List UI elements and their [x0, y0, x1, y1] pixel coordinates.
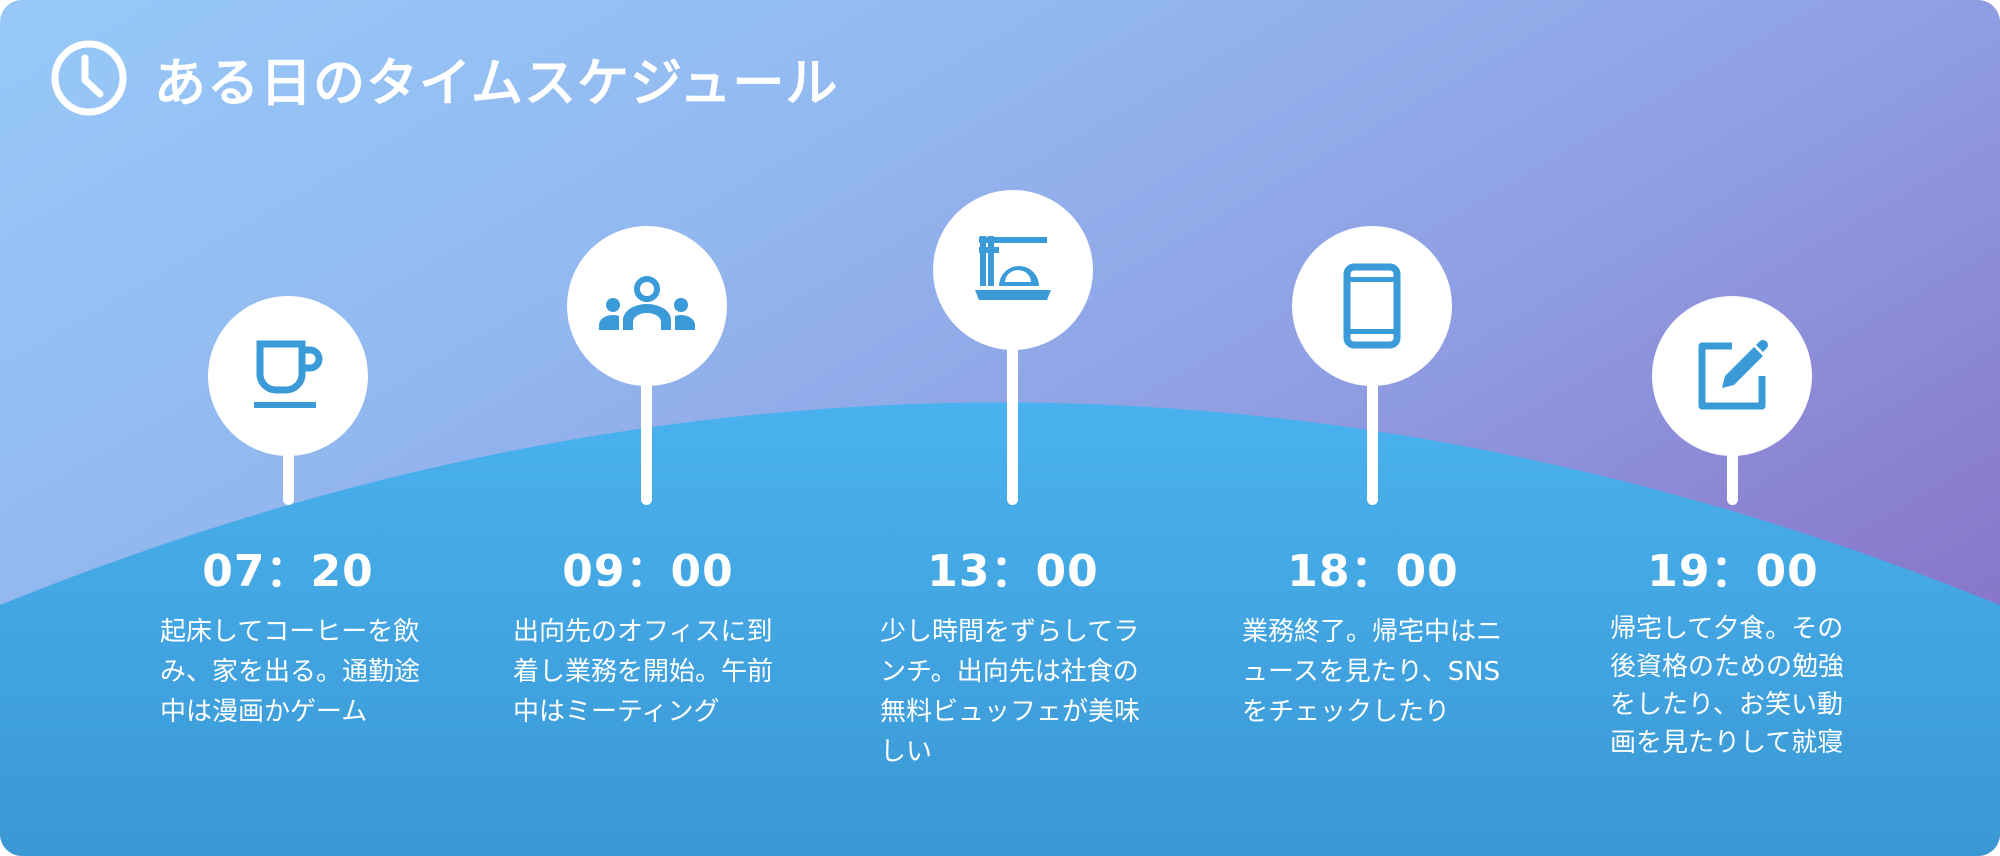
- edit-note-icon: [1698, 340, 1768, 410]
- event-icon-bubble: [1652, 296, 1812, 456]
- event-icon-bubble: [1292, 226, 1452, 386]
- noodle-bowl-icon: [975, 236, 1051, 300]
- event-time: 09：00: [562, 546, 734, 597]
- event-time: 19：00: [1647, 546, 1819, 597]
- event-description: 業務終了。帰宅中はニュースを見たり、SNSをチェックしたり: [1242, 617, 1503, 727]
- pin-stem: [283, 440, 294, 505]
- header: ある日のタイムスケジュール: [50, 40, 838, 116]
- event-description: 少し時間をずらしてランチ。出向先は社食の無料ビュッフェが美味しい: [880, 617, 1141, 767]
- event-icon-bubble: [567, 226, 727, 386]
- pin-stem: [1007, 345, 1018, 505]
- event-icon-bubble: [208, 296, 368, 456]
- event-description: 出向先のオフィスに到着し業務を開始。午前中はミーティング: [513, 617, 774, 727]
- event-time: 07：20: [202, 546, 374, 597]
- people-group-icon: [599, 276, 695, 330]
- pin-stem: [641, 380, 652, 505]
- pin-stem: [1727, 440, 1738, 505]
- event-description: 帰宅して夕食。その後資格のための勉強をしたり、お笑い動画を見たりして就寝: [1610, 614, 1845, 758]
- page-title: ある日のタイムスケジュール: [154, 53, 839, 114]
- event-description: 起床してコーヒーを飲み、家を出る。通勤途中は漫画かゲーム: [160, 617, 421, 727]
- smartphone-icon: [1343, 263, 1401, 349]
- event-time: 13：00: [927, 546, 1099, 597]
- event-time: 18：00: [1287, 546, 1459, 597]
- clock-icon: [51, 40, 127, 116]
- event-icon-bubble: [933, 190, 1093, 350]
- coffee-cup-icon: [254, 340, 323, 408]
- pin-stem: [1367, 380, 1378, 505]
